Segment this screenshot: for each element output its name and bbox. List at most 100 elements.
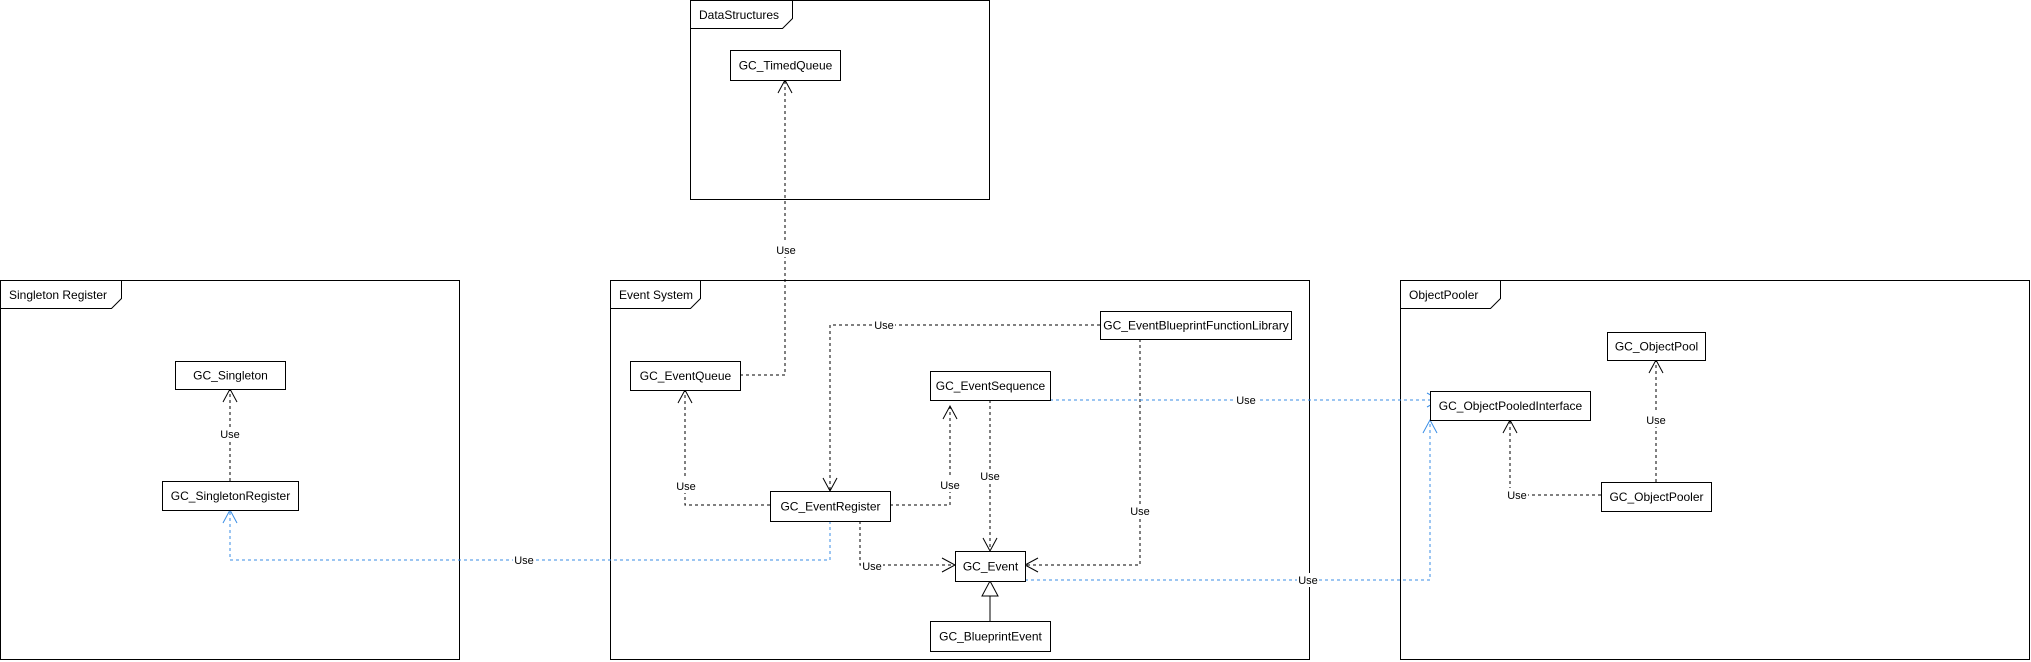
dependency-line (229, 510, 831, 561)
arrowhead-open (1023, 557, 1039, 573)
class-event-register[interactable]: GC_EventRegister (770, 491, 891, 522)
package-frame (690, 0, 990, 200)
class-timed-queue[interactable]: GC_TimedQueue (730, 50, 841, 81)
relation-label-background (219, 427, 241, 441)
package-name-tab (0, 280, 122, 309)
class-name: GC_EventBlueprintFunctionLibrary (1103, 319, 1288, 333)
package-event-system: Event System (610, 280, 1310, 660)
class-box[interactable] (955, 551, 1026, 582)
relation-label: Use (776, 245, 796, 257)
relation-register-to-queue: Use (675, 388, 770, 506)
relation-register-to-event: Use (859, 521, 957, 573)
package-frame (610, 280, 1310, 660)
relation-label-background (861, 559, 883, 573)
class-box[interactable] (175, 361, 286, 390)
class-singleton[interactable]: GC_Singleton (175, 361, 286, 390)
class-box[interactable] (1607, 332, 1706, 361)
class-name: GC_TimedQueue (739, 59, 833, 73)
class-box[interactable] (730, 50, 841, 81)
class-box[interactable] (930, 371, 1051, 401)
package-singleton-register: Singleton Register (0, 280, 460, 660)
package-name: DataStructures (699, 8, 779, 22)
relation-queue-to-timedqueue: Use (740, 78, 797, 376)
class-box[interactable] (1100, 311, 1292, 340)
package-data-structures: DataStructures (690, 0, 990, 200)
relation-sequence-to-pooledinterface: Use (1050, 392, 1442, 408)
relation-label-background (675, 479, 697, 493)
dependency-line (1025, 339, 1141, 566)
relation-label-background (513, 553, 535, 567)
relation-label-background (1297, 573, 1319, 587)
relation-label-background (873, 318, 895, 332)
class-event-sequence[interactable]: GC_EventSequence (930, 371, 1051, 401)
package-name-tab (610, 280, 701, 309)
class-name: GC_ObjectPooledInterface (1439, 399, 1583, 413)
dependency-line (890, 406, 951, 506)
relation-label: Use (862, 561, 882, 573)
arrowhead-triangle (981, 579, 999, 597)
relation-sequence-to-event: Use (979, 400, 1001, 553)
class-box[interactable] (630, 361, 741, 391)
dependency-line (859, 521, 955, 566)
dependency-line (740, 80, 786, 376)
class-box[interactable] (1430, 391, 1591, 421)
class-box[interactable] (1601, 482, 1712, 512)
package-name: Event System (619, 288, 693, 302)
class-event-queue[interactable]: GC_EventQueue (630, 361, 741, 391)
class-object-pool[interactable]: GC_ObjectPool (1607, 332, 1706, 361)
class-box[interactable] (930, 621, 1051, 652)
relation-label: Use (514, 555, 534, 567)
relation-label: Use (874, 320, 894, 332)
arrowhead-open (942, 404, 958, 420)
class-event[interactable]: GC_Event (955, 551, 1026, 582)
relation-label: Use (1236, 395, 1256, 407)
package-frame (1400, 280, 2030, 660)
class-event-bp-lib[interactable]: GC_EventBlueprintFunctionLibrary (1100, 311, 1292, 340)
class-object-pooled-interface[interactable]: GC_ObjectPooledInterface (1430, 391, 1591, 421)
relation-label-background (1235, 393, 1257, 407)
relation-register-to-singletonreg: Use (222, 508, 831, 567)
class-name: GC_Event (963, 560, 1019, 574)
relation-label: Use (676, 481, 696, 493)
class-blueprint-event[interactable]: GC_BlueprintEvent (930, 621, 1051, 652)
class-name: GC_EventSequence (936, 379, 1046, 393)
relation-label: Use (940, 480, 960, 492)
relation-singletonreg-to-singleton: Use (219, 387, 241, 481)
class-name: GC_EventRegister (780, 500, 880, 514)
dependency-line (1509, 420, 1601, 496)
class-name: GC_Singleton (193, 369, 268, 383)
relation-bplib-to-event: Use (1023, 339, 1151, 573)
class-box[interactable] (162, 481, 299, 511)
relation-pooler-to-pool: Use (1645, 358, 1667, 482)
relation-label: Use (220, 429, 240, 441)
class-object-pooler[interactable]: GC_ObjectPooler (1601, 482, 1712, 512)
class-name: GC_SingletonRegister (171, 489, 290, 503)
class-name: GC_ObjectPooler (1609, 490, 1703, 504)
package-name-tab (1400, 280, 1501, 309)
dependency-line (684, 390, 770, 506)
relation-label: Use (1130, 506, 1150, 518)
relation-label: Use (1298, 575, 1318, 587)
relation-label-background (1506, 488, 1528, 502)
arrowhead-open (222, 508, 238, 524)
relation-label: Use (980, 471, 1000, 483)
package-name: Singleton Register (9, 288, 107, 302)
package-frame (0, 280, 460, 660)
relation-blueprintevent-to-event (981, 579, 999, 621)
relation-bplib-to-register: Use (822, 318, 1100, 493)
relation-label-background (775, 243, 797, 257)
class-box[interactable] (770, 491, 891, 522)
classes-layer: GC_TimedQueueGC_SingletonGC_SingletonReg… (162, 50, 1712, 652)
class-singleton-register[interactable]: GC_SingletonRegister (162, 481, 299, 511)
dependency-line (1025, 420, 1431, 581)
relation-label-background (979, 469, 1001, 483)
relation-label-background (1129, 504, 1151, 518)
class-name: GC_ObjectPool (1615, 340, 1698, 354)
relation-register-to-sequence: Use (890, 404, 961, 506)
relation-event-to-pooledinterface: Use (1025, 418, 1438, 587)
class-name: GC_BlueprintEvent (939, 630, 1042, 644)
package-object-pooler: ObjectPooler (1400, 280, 2030, 660)
